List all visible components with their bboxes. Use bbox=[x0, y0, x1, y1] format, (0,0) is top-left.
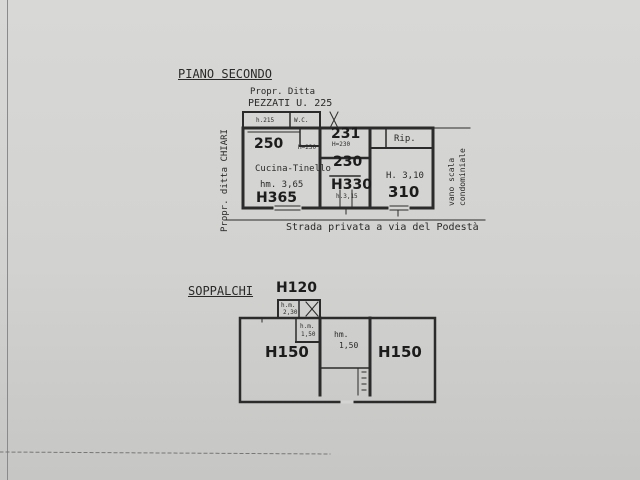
mid-room-label: hm. bbox=[334, 330, 349, 339]
mid-room-value: 1,50 bbox=[339, 341, 359, 350]
binding-margin-line bbox=[7, 0, 8, 480]
owner-top-line1: Propr. Ditta bbox=[250, 87, 316, 97]
soppalchi-title: SOPPALCHI bbox=[188, 284, 254, 298]
kitchen-number: 250 bbox=[254, 136, 284, 152]
small-h-label: h.3,15 bbox=[336, 193, 358, 200]
small-room-label: h.m. bbox=[300, 323, 315, 330]
owner-left-label: Propr. ditta CHIARI bbox=[220, 129, 230, 232]
lower-plan-outline bbox=[238, 316, 437, 404]
tiny-room-value: 2,30 bbox=[283, 309, 298, 316]
kitchen-h-handwritten: H365 bbox=[256, 190, 297, 206]
kitchen-name: Cucina-Tinello bbox=[255, 164, 331, 174]
left-room-h: H150 bbox=[265, 343, 309, 361]
stair-label-line2: condominiale bbox=[458, 148, 467, 206]
rip-label: Rip. bbox=[394, 134, 416, 144]
h330-handwritten: H330 bbox=[331, 177, 372, 193]
room-231-number: 231 bbox=[331, 126, 361, 142]
floor-title: PIANO SECONDO bbox=[178, 67, 272, 81]
room-230-number: 230 bbox=[333, 154, 363, 170]
small-room-value: 1,50 bbox=[301, 331, 316, 338]
right-room-h: H150 bbox=[378, 343, 422, 361]
h230-label-b: H=230 bbox=[332, 141, 351, 148]
h230-label-a: H=230 bbox=[298, 144, 317, 151]
right-room-height: H. 3,10 bbox=[386, 171, 424, 181]
tiny-room-label: h.m. bbox=[281, 302, 296, 309]
soppalchi-h-top: H120 bbox=[276, 280, 317, 296]
h215-label: h.215 bbox=[256, 117, 275, 124]
street-label: Strada privata a via del Podestà bbox=[286, 222, 479, 233]
wc-label: W.C. bbox=[294, 117, 309, 124]
owner-top-line2: PEZZATI U. 225 bbox=[248, 98, 333, 109]
upper-annex-wall bbox=[242, 111, 321, 129]
right-room-h-handwritten: 310 bbox=[388, 183, 420, 201]
stair-label-line1: vano scala bbox=[447, 157, 456, 206]
kitchen-height: hm. 3,65 bbox=[260, 180, 304, 190]
